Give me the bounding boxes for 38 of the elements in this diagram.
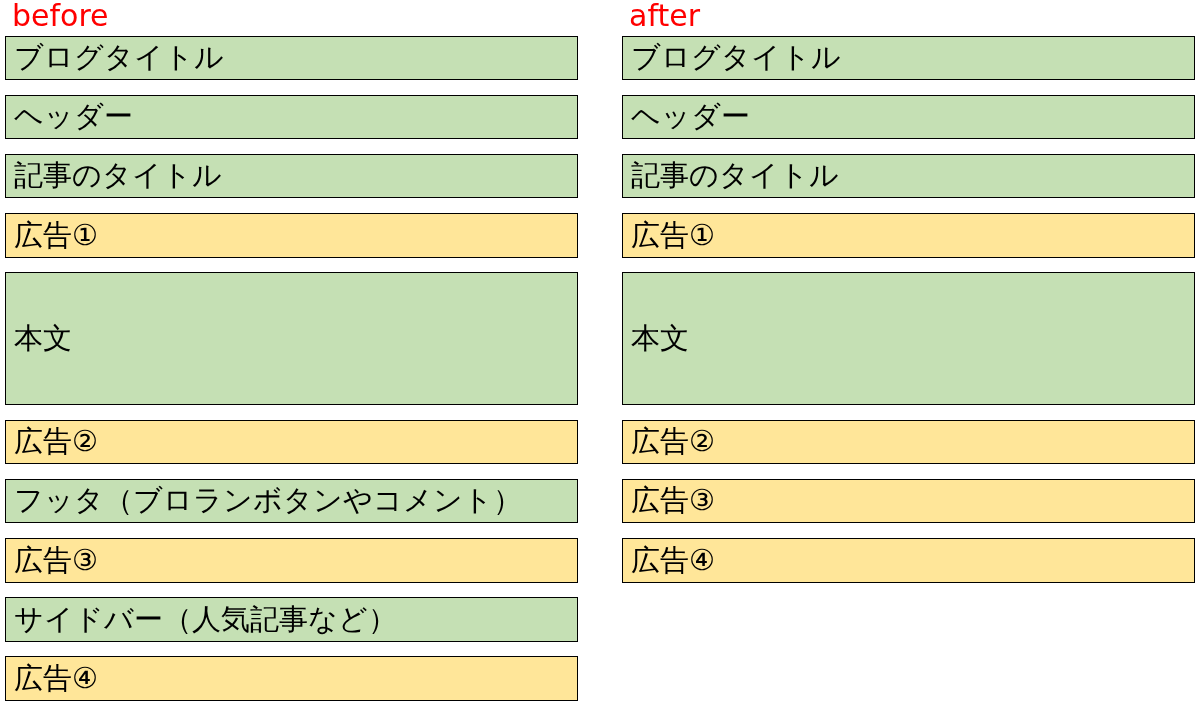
- layout-block: [5, 36, 578, 80]
- column-heading: after: [629, 1, 700, 31]
- block-label: 本文: [631, 322, 689, 355]
- layout-block: [622, 95, 1195, 139]
- layout-block: [622, 154, 1195, 198]
- layout-block: [5, 272, 578, 405]
- block-label: 広告①: [631, 219, 715, 252]
- layout-block: [5, 154, 578, 198]
- block-label: 広告②: [631, 426, 715, 458]
- layout-block: [622, 538, 1195, 583]
- block-label: サイドバー（人気記事など）: [14, 603, 397, 636]
- block-label: 記事のタイトル: [631, 160, 839, 192]
- layout-block: [622, 213, 1195, 258]
- layout-block: [5, 597, 578, 642]
- column-heading: before: [12, 1, 109, 31]
- layout-block: [5, 95, 578, 139]
- layout-block: [5, 420, 578, 464]
- layout-block: [622, 272, 1195, 405]
- layout-block: [622, 36, 1195, 80]
- block-label: 広告①: [14, 219, 98, 252]
- block-label: 広告④: [14, 662, 98, 695]
- block-label: 広告③: [631, 485, 715, 517]
- block-label: 記事のタイトル: [14, 160, 222, 192]
- block-label: 広告②: [14, 426, 98, 458]
- layout-block: [5, 538, 578, 583]
- layout-block: [622, 479, 1195, 523]
- layout-block: [5, 479, 578, 523]
- block-label: ブログタイトル: [14, 42, 224, 74]
- layout-block: [5, 213, 578, 258]
- block-label: ヘッダー: [631, 101, 750, 133]
- block-label: ブログタイトル: [631, 42, 841, 74]
- block-label: 広告③: [14, 544, 98, 577]
- layout-block: [622, 420, 1195, 464]
- block-label: ヘッダー: [14, 101, 133, 133]
- block-label: 本文: [14, 322, 72, 355]
- block-label: 広告④: [631, 544, 715, 577]
- layout-block: [5, 656, 578, 701]
- block-label: フッタ（ブロランボタンやコメント）: [14, 485, 522, 517]
